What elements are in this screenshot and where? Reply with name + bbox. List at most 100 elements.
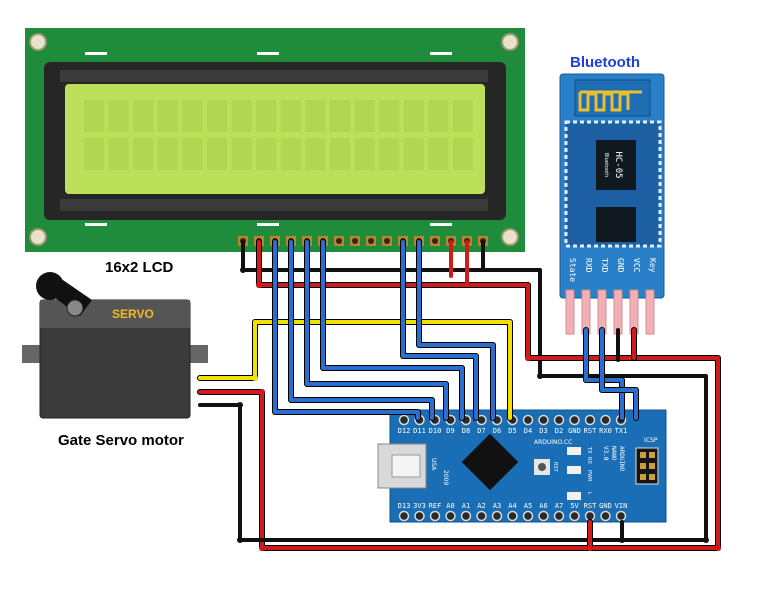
arduino-pin-label: RX0: [599, 427, 612, 435]
arduino-pin: [522, 414, 534, 426]
arduino-pin: [522, 510, 534, 522]
wire-servo-signal: [198, 320, 512, 420]
servo-motor: SERVO: [22, 272, 208, 419]
lcd-char-cell: [182, 138, 203, 170]
lcd-char-cell: [108, 138, 129, 170]
lcd-char-cell: [231, 138, 252, 170]
lcd-char-cell: [330, 100, 350, 132]
year-label: 2009: [442, 470, 449, 485]
wire-bt-txd: [600, 328, 638, 420]
lcd-char-cell: [182, 100, 203, 132]
lcd-char-cell: [207, 100, 227, 132]
lcd-character-grid: [84, 100, 473, 170]
icsp-label: ICSP: [644, 437, 658, 444]
arduino-pin-label: D12: [398, 427, 411, 435]
arduino-pin-label: RST: [584, 427, 597, 435]
board-text-1: V3.0: [602, 446, 609, 461]
arduino-pin: [600, 414, 611, 426]
lcd-char-cell: [428, 100, 449, 132]
board-text-2: NANO: [610, 446, 617, 461]
lcd-char-cell: [84, 100, 104, 132]
arduino-pin: [476, 510, 487, 522]
arduino-pin-label: 5V: [570, 502, 579, 510]
arduino-pin-label: A3: [493, 502, 501, 510]
arduino-pin-label: D6: [493, 427, 501, 435]
arduino-pin-label: A4: [508, 502, 516, 510]
arduino-pin-label: A0: [446, 502, 454, 510]
wire-lcd-vcc: [257, 240, 720, 550]
bluetooth-pin-label: State: [568, 258, 577, 282]
lcd-char-cell: [379, 100, 400, 132]
wire-lcd-gnd: [241, 240, 708, 542]
wire-junctions: [237, 267, 721, 551]
lcd-char-cell: [280, 138, 301, 170]
lcd-mount-hole: [29, 228, 47, 246]
bluetooth-chip: [596, 140, 636, 190]
lcd-mount-hole: [501, 228, 519, 246]
lcd-char-cell: [453, 138, 473, 170]
arduino-pin: [507, 510, 518, 522]
bluetooth-pin-label: VCC: [632, 258, 641, 273]
arduino-pin-label: D13: [398, 502, 411, 510]
wire-servo-gnd: [198, 403, 708, 542]
lcd-char-cell: [403, 138, 424, 170]
lcd-char-cell: [231, 100, 252, 132]
lcd-mount-hole: [501, 33, 519, 51]
wire-lcd-d4: [305, 240, 448, 420]
lcd-char-cell: [379, 138, 400, 170]
arduino-pin: [584, 414, 596, 426]
lcd-char-cell: [84, 138, 104, 170]
servo-body-label: SERVO: [112, 307, 154, 321]
arduino-pin-label: GND: [599, 502, 612, 510]
arduino-pin-label: A6: [539, 502, 547, 510]
arduino-pin: [491, 510, 503, 522]
arduino-pin: [538, 510, 549, 522]
lcd-char-cell: [108, 100, 129, 132]
arduino-bottom-header: [398, 510, 627, 522]
bluetooth-pin-label: Key: [648, 258, 657, 273]
bluetooth-pin: [565, 289, 575, 335]
lcd-char-cell: [330, 138, 350, 170]
board-text-3: ARDUINO: [618, 446, 625, 472]
bluetooth-flash-chip: [596, 207, 636, 242]
lcd-char-cell: [207, 138, 227, 170]
bluetooth-pin-label: GND: [616, 258, 625, 273]
arduino-pin-label: A7: [555, 502, 563, 510]
arduino-pin: [600, 510, 611, 522]
arduino-pin-label: VIN: [615, 502, 628, 510]
lcd-char-cell: [428, 138, 449, 170]
bluetooth-chip-sub: Bluetooth: [603, 153, 609, 177]
bluetooth-pin-label: RXD: [584, 258, 593, 273]
arduino-pin: [615, 510, 627, 522]
arduino-pin-label: TX1: [615, 427, 628, 435]
arduino-pin: [553, 414, 565, 426]
wire-servo-vcc: [198, 390, 720, 550]
arduino-pin: [445, 510, 456, 522]
arduino-pin-label: D5: [508, 427, 516, 435]
wire-lcd-d5: [321, 240, 464, 420]
lcd-mount-hole: [29, 33, 47, 51]
usb-label: USA: [430, 458, 437, 471]
arduino-pin: [569, 510, 580, 522]
arduino-pin: [429, 510, 441, 522]
arduino-pin: [553, 510, 565, 522]
arduino-pin-label: A2: [477, 502, 485, 510]
rst-label: RST: [552, 462, 558, 473]
lcd-char-cell: [453, 100, 473, 132]
arduino-pin: [398, 414, 410, 426]
reset-button[interactable]: [538, 463, 546, 471]
arduino-pin-label: D3: [539, 427, 547, 435]
wire-lcd-rs: [273, 240, 420, 420]
arduino-pin-label: D4: [524, 427, 532, 435]
wires: [197, 239, 721, 551]
bluetooth-pin: [645, 289, 655, 335]
arduino-pin-label: REF: [429, 502, 442, 510]
bluetooth-model: HC-05: [613, 151, 623, 178]
bluetooth-pin: [613, 289, 623, 335]
lcd-char-cell: [305, 100, 326, 132]
lcd-char-cell: [280, 100, 301, 132]
wire-lcd-e: [289, 240, 434, 420]
